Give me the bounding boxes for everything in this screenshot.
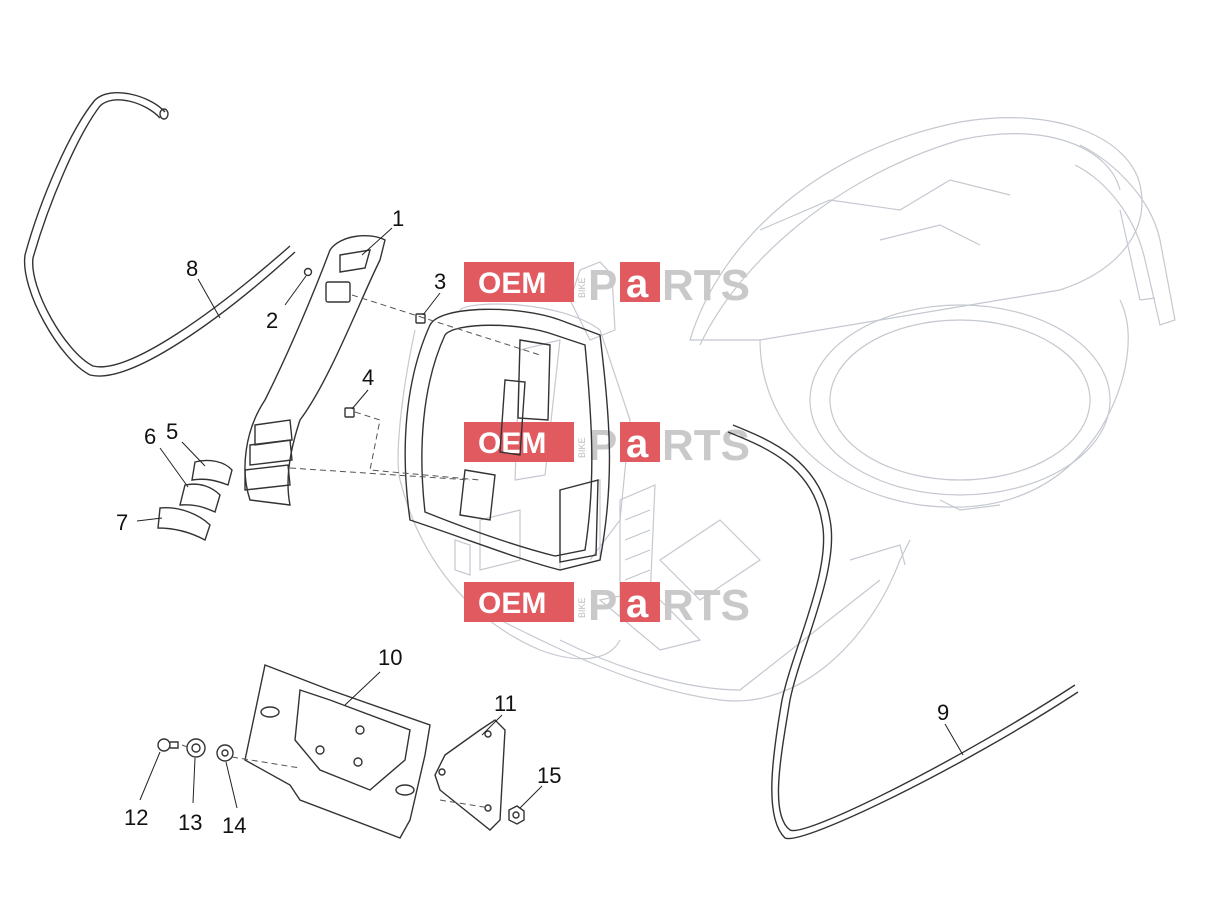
callout-10: 10: [378, 645, 402, 670]
callout-11: 11: [494, 691, 517, 716]
svg-text:P: P: [588, 421, 617, 470]
part-3-clip: [415, 313, 426, 324]
part-5-insert: [191, 459, 233, 486]
part-15-nut: [508, 805, 525, 825]
callout-7: 7: [116, 510, 128, 535]
svg-text:a: a: [626, 262, 649, 306]
callout-4: 4: [362, 365, 374, 390]
callout-1: 1: [392, 206, 404, 231]
callout-6: 6: [144, 424, 156, 449]
svg-text:OEM: OEM: [478, 587, 546, 620]
callout-13: 13: [178, 810, 202, 835]
callout-labels: 1 2 3 4 5 6 7 8 9 10 11 12 13 14 15: [116, 206, 949, 838]
svg-text:BIKE: BIKE: [577, 277, 587, 298]
assembly-lines: [181, 294, 541, 809]
callout-9: 9: [937, 700, 949, 725]
callout-12: 12: [124, 805, 148, 830]
part-7-insert: [157, 507, 211, 542]
watermark-oem-parts: OEM BIKE P a RTS OEM BIKE P a RTS OEM BI…: [464, 261, 750, 630]
part-14-washer: [216, 744, 234, 762]
svg-text:a: a: [626, 422, 649, 466]
part-8-edge-strip: [23, 92, 296, 377]
callout-8: 8: [186, 256, 198, 281]
callout-5: 5: [166, 419, 178, 444]
part-4-clip: [344, 407, 355, 418]
svg-text:a: a: [626, 582, 649, 626]
front-legshield: [404, 308, 611, 571]
svg-text:OEM: OEM: [478, 427, 546, 460]
part-6-insert: [179, 483, 221, 513]
svg-text:BIKE: BIKE: [577, 597, 587, 618]
leader-lines: [136, 227, 964, 809]
svg-text:RTS: RTS: [662, 581, 750, 630]
callout-3: 3: [434, 269, 446, 294]
part-2-screw: [303, 267, 313, 277]
svg-text:OEM: OEM: [478, 267, 546, 300]
part-12-bolt: [157, 738, 179, 752]
svg-text:P: P: [588, 581, 617, 630]
callout-15: 15: [537, 763, 561, 788]
part-1-center-trim: [244, 235, 386, 506]
callout-14: 14: [222, 813, 246, 838]
part-9-edge-strip: [727, 424, 1079, 840]
svg-text:RTS: RTS: [662, 261, 750, 310]
svg-text:BIKE: BIKE: [577, 437, 587, 458]
callout-2: 2: [266, 308, 278, 333]
svg-text:P: P: [588, 261, 617, 310]
svg-text:RTS: RTS: [662, 421, 750, 470]
part-11-plate: [434, 719, 506, 831]
part-10-bracket: [244, 664, 431, 839]
part-13-washer: [186, 738, 206, 758]
